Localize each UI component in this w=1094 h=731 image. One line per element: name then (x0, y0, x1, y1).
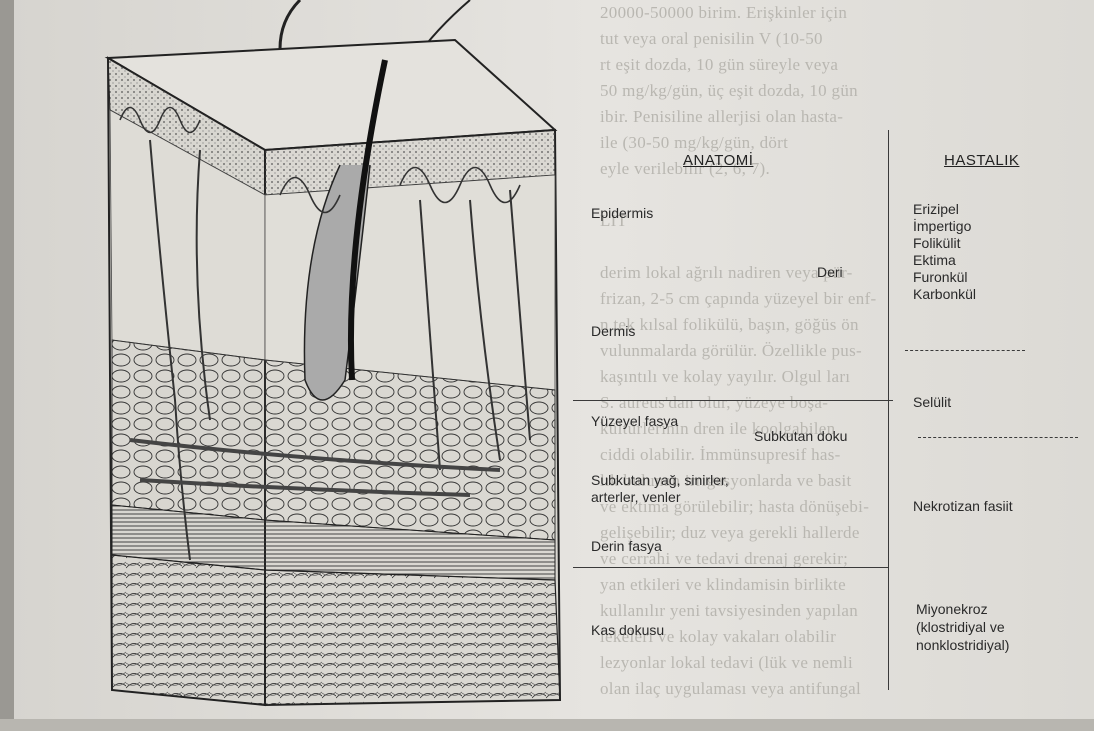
label-myonecrosis-2: (klostridiyal ve (916, 619, 1005, 636)
label-deep-fascia: Derin fasya (591, 538, 662, 555)
label-subcutaneous-tissue: Subkutan doku (754, 428, 847, 445)
deep-fascia-divider (573, 567, 888, 568)
label-superficial-fascia: Yüzeyel fasya (591, 413, 678, 430)
label-subcutaneous-fat: Subkutan yağ, sinirler, (591, 472, 729, 489)
disease-item: Karbonkül (913, 286, 976, 303)
anatomy-header: ANATOMİ (683, 152, 753, 169)
label-cellulitis: Selülit (913, 394, 951, 411)
dermis-dashed-divider (905, 350, 1025, 351)
label-skin: Deri (817, 264, 843, 281)
label-epidermis: Epidermis (591, 205, 653, 222)
label-dermis: Dermis (591, 323, 635, 340)
label-subcutaneous-fat-2: arterler, venler (591, 489, 680, 506)
disease-item: Erizipel (913, 201, 976, 218)
disease-header: HASTALIK (944, 152, 1019, 169)
label-myonecrosis: Miyonekroz (916, 601, 988, 618)
superficial-fascia-divider (573, 400, 893, 401)
disease-item: Furonkül (913, 269, 976, 286)
disease-item: Ektima (913, 252, 976, 269)
disease-item: İmpertigo (913, 218, 976, 235)
label-myonecrosis-3: nonklostridiyal) (916, 637, 1009, 654)
label-muscle: Kas dokusu (591, 622, 664, 639)
label-necrotizing-fasciitis: Nekrotizan fasiit (913, 498, 1013, 515)
column-divider (888, 130, 889, 690)
subcutaneous-dashed-divider (918, 437, 1078, 438)
disease-item: Folikülit (913, 235, 976, 252)
disease-list-skin: Erizipel İmpertigo Folikülit Ektima Furo… (913, 201, 976, 303)
